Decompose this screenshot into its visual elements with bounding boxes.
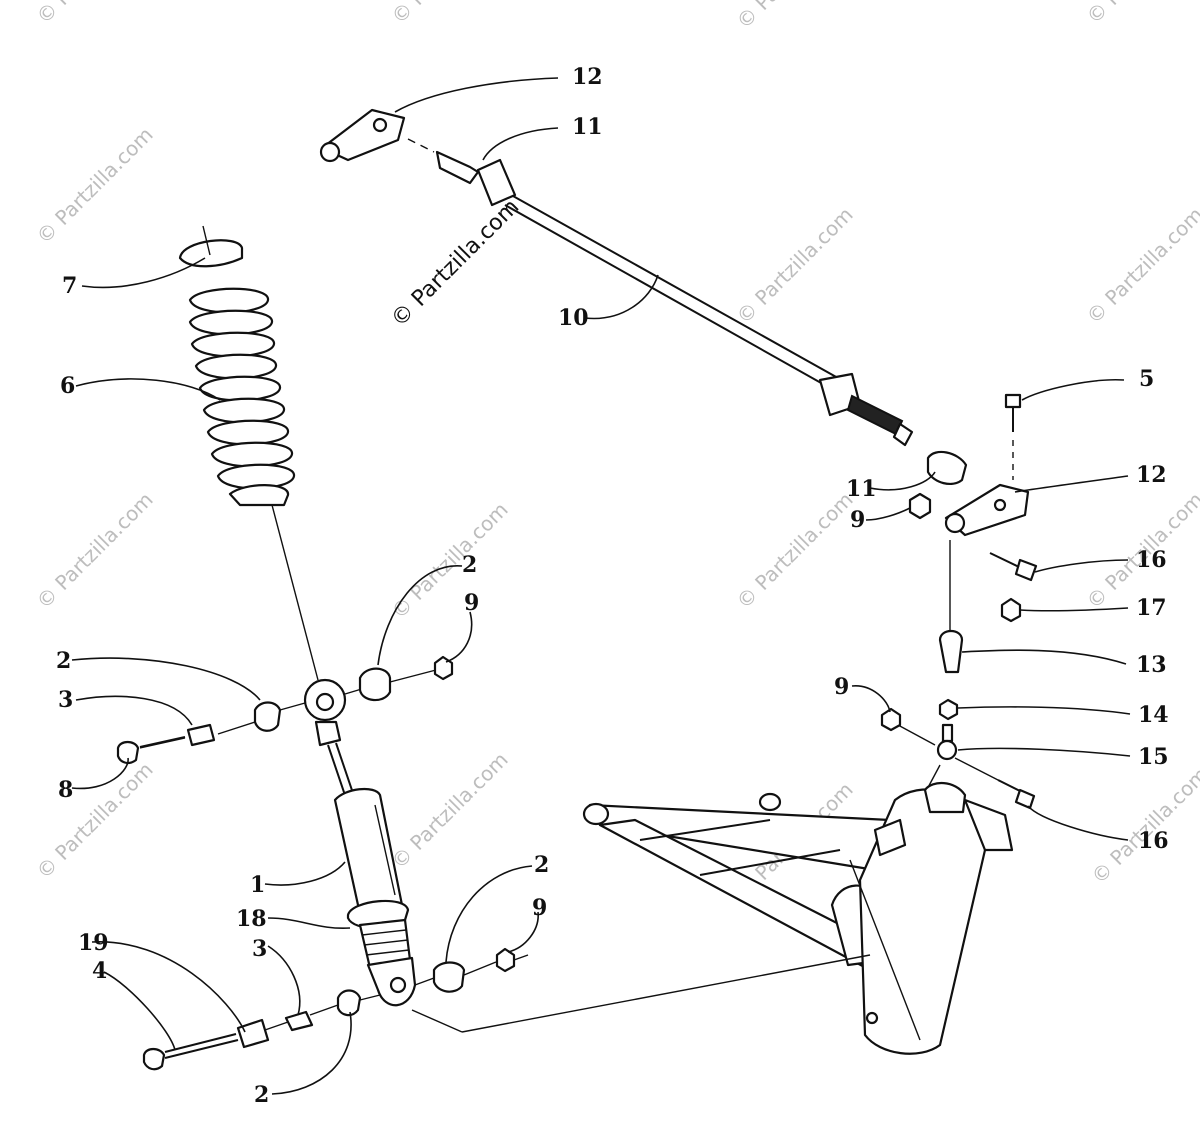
callout-5: 5 bbox=[1139, 366, 1154, 392]
callout-12: 12 bbox=[572, 64, 603, 90]
callout-11: 11 bbox=[572, 114, 603, 140]
callout-9: 9 bbox=[532, 895, 547, 921]
watermark: © Partzilla.com bbox=[387, 0, 513, 29]
callout-8: 8 bbox=[58, 777, 73, 803]
callout-9: 9 bbox=[850, 507, 865, 533]
callout-15: 15 bbox=[1138, 744, 1169, 770]
callout-16: 16 bbox=[1136, 547, 1167, 573]
tie-rod-assembly bbox=[319, 108, 1038, 623]
shock-absorber bbox=[303, 678, 417, 1007]
callout-labels: 12 11 7 10 6 5 11 12 9 16 17 2 9 2 3 8 1… bbox=[56, 64, 1169, 1108]
callout-1: 1 bbox=[250, 872, 265, 898]
callout-7: 7 bbox=[62, 273, 77, 299]
callout-2: 2 bbox=[462, 552, 477, 578]
watermark: © Partzilla.com bbox=[32, 122, 158, 248]
callout-2: 2 bbox=[56, 648, 71, 674]
callout-9: 9 bbox=[464, 590, 479, 616]
coil-spring bbox=[188, 287, 296, 507]
lower-mount-hardware bbox=[142, 947, 529, 1071]
watermark: © Partzilla.com bbox=[732, 0, 858, 34]
watermark-layer: © Partzilla.com © Partzilla.com © Partzi… bbox=[32, 0, 1200, 904]
watermark: © Partzilla.com bbox=[387, 747, 513, 873]
callout-10: 10 bbox=[558, 305, 589, 331]
callout-3: 3 bbox=[252, 936, 267, 962]
callout-2: 2 bbox=[254, 1082, 269, 1108]
ball-joint-assembly bbox=[880, 540, 1036, 841]
upper-mount-hardware bbox=[116, 655, 454, 765]
callout-13: 13 bbox=[1136, 652, 1167, 678]
callout-9: 9 bbox=[834, 674, 849, 700]
watermark-featured: © Partzilla.com bbox=[387, 195, 525, 333]
callout-16: 16 bbox=[1138, 828, 1169, 854]
callout-12: 12 bbox=[1136, 462, 1167, 488]
callout-18: 18 bbox=[236, 906, 267, 932]
callout-11: 11 bbox=[846, 476, 877, 502]
callout-3: 3 bbox=[58, 687, 73, 713]
watermark: © Partzilla.com bbox=[32, 0, 158, 29]
watermark: © Partzilla.com bbox=[1082, 202, 1200, 328]
callout-17: 17 bbox=[1136, 595, 1167, 621]
spring-assembly bbox=[178, 225, 319, 681]
watermark: © Partzilla.com bbox=[387, 497, 513, 623]
watermark: © Partzilla.com bbox=[1082, 0, 1200, 29]
watermark: © Partzilla.com bbox=[732, 487, 858, 613]
callout-14: 14 bbox=[1138, 702, 1169, 728]
callout-6: 6 bbox=[60, 373, 75, 399]
watermark: © Partzilla.com bbox=[32, 757, 158, 883]
leader-lines bbox=[71, 77, 1131, 1095]
callout-2: 2 bbox=[534, 852, 549, 878]
callout-4: 4 bbox=[92, 958, 107, 984]
watermark: © Partzilla.com bbox=[32, 487, 158, 613]
watermark: © Partzilla.com bbox=[1087, 762, 1200, 888]
a-arm-assembly bbox=[411, 782, 1014, 1055]
callout-19: 19 bbox=[78, 930, 109, 956]
watermark: © Partzilla.com bbox=[732, 202, 858, 328]
